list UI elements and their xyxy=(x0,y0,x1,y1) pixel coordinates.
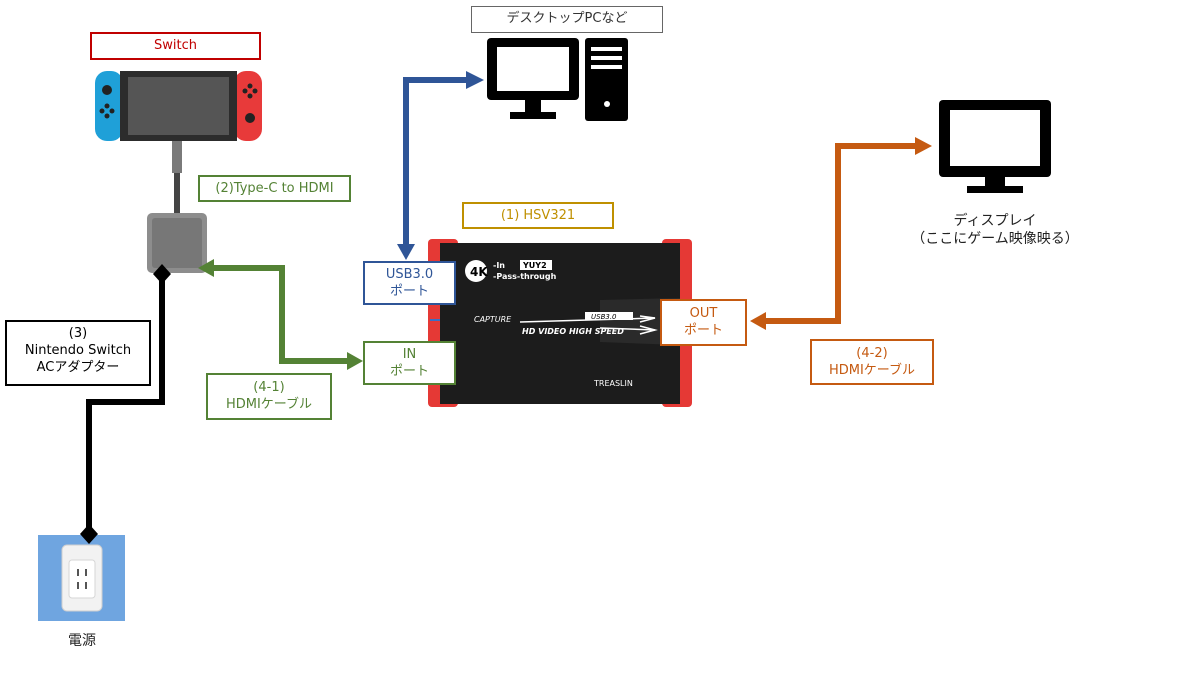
display-icon xyxy=(939,100,1051,193)
outlet-icon xyxy=(38,535,125,621)
hdmi-cable-1-line xyxy=(198,259,363,370)
usb-port-label: USB3.0 ポート xyxy=(363,261,456,305)
desktop-pc-icon xyxy=(487,38,628,121)
power-caption: 電源 xyxy=(68,633,96,649)
ac-adapter-label: (3) Nintendo Switch ACアダプター xyxy=(5,320,151,386)
device-4k-text: 4K xyxy=(470,265,488,279)
device-in-text: -In xyxy=(493,261,505,270)
switch-console-icon xyxy=(95,71,262,141)
device-capture-text: CAPTURE xyxy=(474,315,512,324)
display-caption: ディスプレイ （ここにゲーム映像映る） xyxy=(911,213,1079,247)
switch-label: Switch xyxy=(90,32,261,60)
device-hd-text: HD VIDEO HIGH SPEED xyxy=(522,327,624,336)
device-pass-text: -Pass-through xyxy=(493,272,557,281)
device-brand-text: TREASLIN xyxy=(593,379,633,388)
typec-label: (2)Type-C to HDMI xyxy=(198,175,351,202)
typec-adapter-icon xyxy=(147,141,207,273)
capture-device: 4K -In YUY2 -Pass-through CAPTURE USB3.0… xyxy=(428,239,692,407)
hdmi-cable-2-label: (4-2) HDMIケーブル xyxy=(810,339,934,385)
in-port-label: IN ポート xyxy=(363,341,456,385)
ac-cable-line xyxy=(80,264,171,544)
desktop-pc-label: デスクトップPCなど xyxy=(471,6,663,33)
device-usb-text: USB3.0 xyxy=(591,313,617,321)
out-port-label: OUT ポート xyxy=(660,299,747,346)
hsv321-label: (1) HSV321 xyxy=(462,202,614,229)
hdmi-cable-2-line xyxy=(750,137,932,330)
hdmi-cable-1-label: (4-1) HDMIケーブル xyxy=(206,373,332,420)
usb-cable-line xyxy=(397,71,484,260)
device-yuy2-text: YUY2 xyxy=(522,261,547,270)
